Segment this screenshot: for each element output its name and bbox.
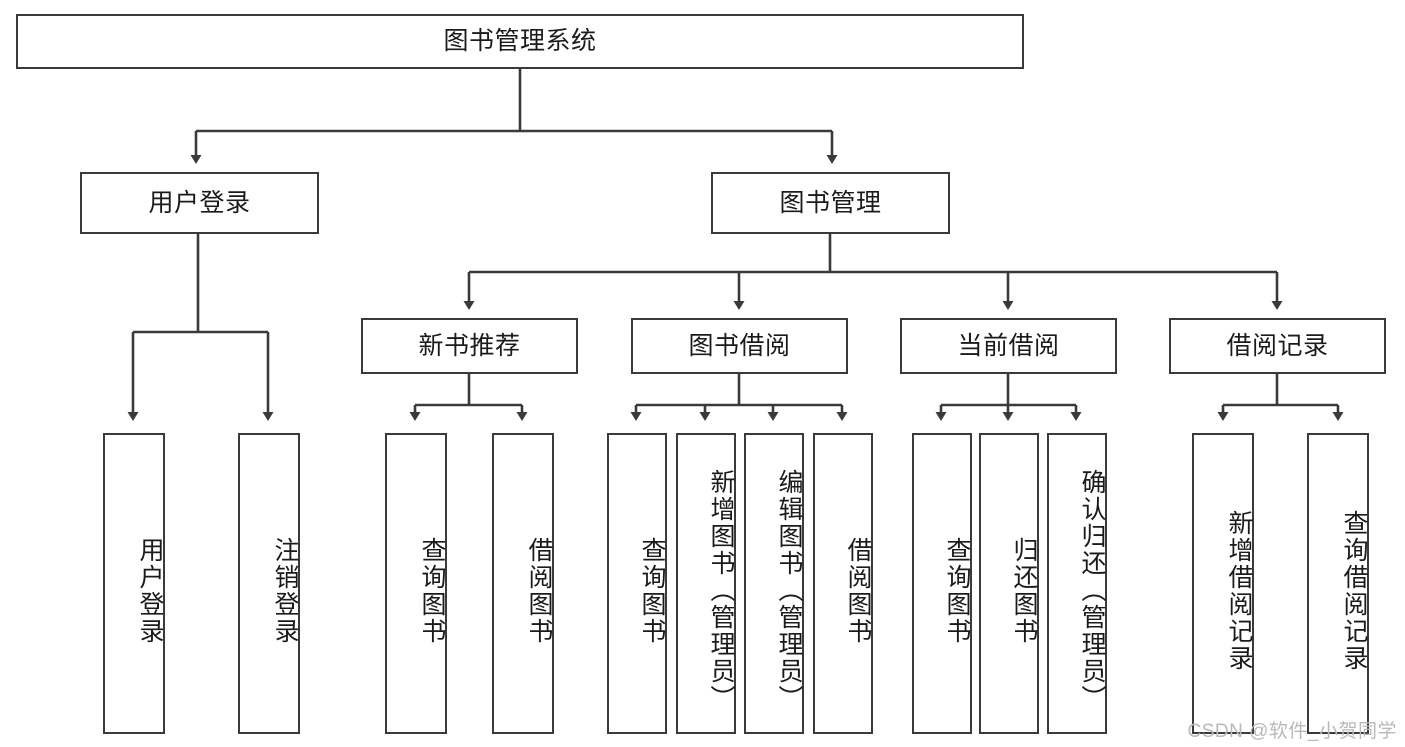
node-label: 借阅图书 (844, 536, 872, 645)
leaf-current-return-book[interactable]: 归还图书 (979, 433, 1039, 734)
node-label: 新书推荐 (418, 331, 521, 360)
leaf-record-query-record[interactable]: 查询借阅记录 (1307, 433, 1369, 734)
node-label: 图书借阅 (688, 331, 791, 360)
node-label: 借阅记录 (1226, 331, 1329, 360)
node-label: 查询图书 (943, 536, 971, 645)
node-label: 查询借阅记录 (1340, 509, 1368, 672)
watermark: CSDN @软件_小贺同学 (1187, 721, 1397, 742)
node-book-manage[interactable]: 图书管理 (711, 172, 950, 234)
node-label: 图书管理 (779, 188, 882, 217)
node-label: 图书管理系统 (443, 27, 597, 55)
node-book-borrow[interactable]: 图书借阅 (631, 318, 848, 374)
node-label: 查询图书 (638, 536, 666, 645)
node-label: 借阅图书 (525, 536, 553, 645)
node-label: 用户登录 (148, 188, 251, 217)
node-label: 编辑图书（管理员） (775, 469, 803, 712)
node-borrow-record[interactable]: 借阅记录 (1169, 318, 1386, 374)
node-label: 查询图书 (418, 536, 446, 645)
leaf-borrow-edit-book-admin[interactable]: 编辑图书（管理员） (744, 433, 804, 734)
node-new-book-recommend[interactable]: 新书推荐 (361, 318, 578, 374)
leaf-current-confirm-return-admin[interactable]: 确认归还（管理员） (1047, 433, 1107, 734)
node-label: 用户登录 (136, 536, 164, 645)
leaf-current-query-book[interactable]: 查询图书 (912, 433, 972, 734)
leaf-borrow-borrow-book[interactable]: 借阅图书 (813, 433, 873, 734)
node-label: 归还图书 (1010, 536, 1038, 645)
leaf-borrow-add-book-admin[interactable]: 新增图书（管理员） (676, 433, 736, 734)
node-label: 新增借阅记录 (1225, 509, 1253, 672)
node-label: 注销登录 (271, 536, 299, 645)
leaf-recommend-query-book[interactable]: 查询图书 (385, 433, 447, 734)
node-label: 当前借阅 (957, 331, 1060, 360)
node-label: 确认归还（管理员） (1078, 469, 1106, 712)
node-label: 新增图书（管理员） (707, 469, 735, 712)
leaf-user-login-logout[interactable]: 注销登录 (238, 433, 300, 734)
node-current-borrow[interactable]: 当前借阅 (900, 318, 1117, 374)
leaf-record-add-record[interactable]: 新增借阅记录 (1192, 433, 1254, 734)
leaf-recommend-borrow-book[interactable]: 借阅图书 (492, 433, 554, 734)
leaf-borrow-query-book[interactable]: 查询图书 (607, 433, 667, 734)
leaf-user-login-login[interactable]: 用户登录 (103, 433, 165, 734)
node-root-system[interactable]: 图书管理系统 (16, 14, 1024, 69)
node-user-login[interactable]: 用户登录 (80, 172, 319, 234)
